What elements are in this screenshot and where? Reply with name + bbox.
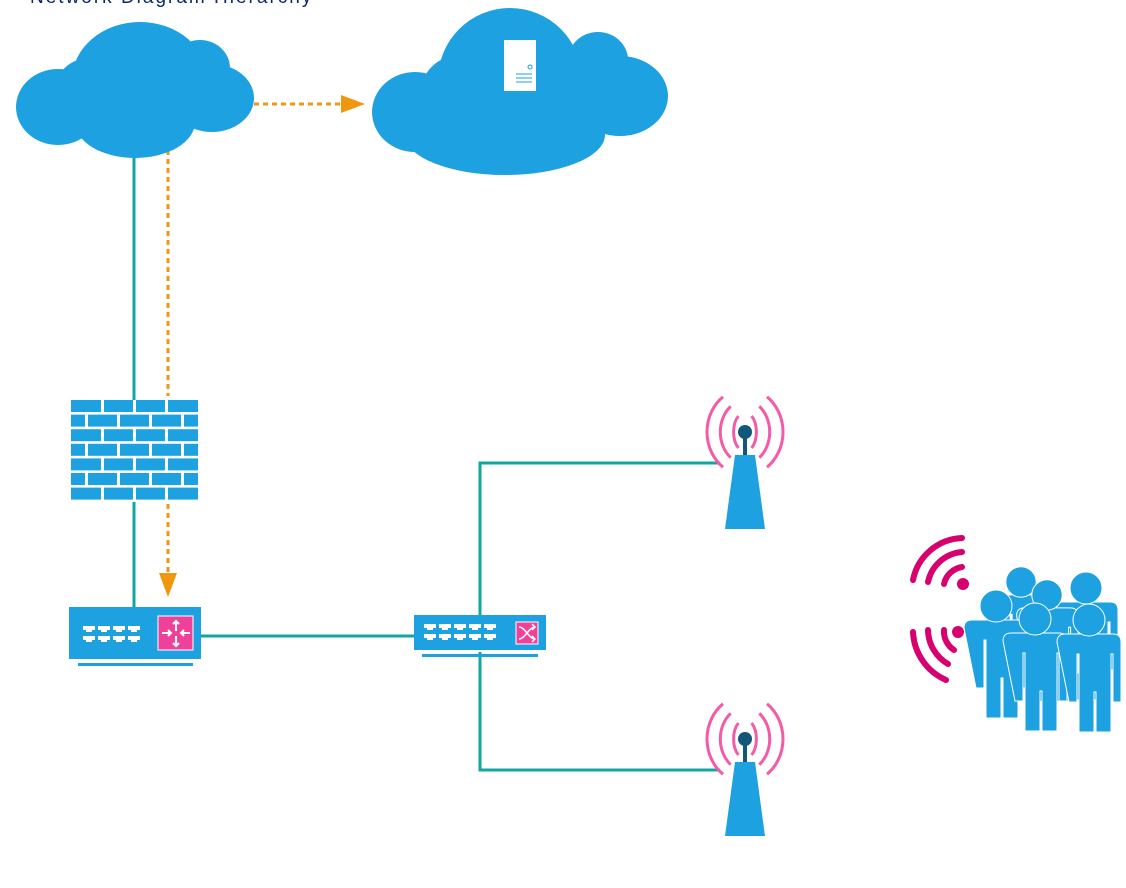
ethernet-port-icon: [439, 624, 451, 630]
flows: [159, 95, 365, 597]
firewall-brick: [136, 487, 165, 500]
cloud-icon: [372, 8, 668, 175]
firewall-brick: [168, 487, 198, 500]
link-switch-ap1[interactable]: [478, 461, 720, 615]
header-text-clipped: Network Diagram Hierarchy: [30, 0, 313, 9]
firewall-brick: [104, 458, 133, 471]
ethernet-port-icon: [454, 634, 466, 640]
ethernet-port-icon: [424, 634, 436, 640]
ethernet-port-icon: [128, 626, 140, 632]
router[interactable]: [69, 607, 201, 666]
firewall-brick: [136, 400, 165, 412]
cloud-icon: [16, 22, 254, 158]
firewall-brick: [168, 400, 198, 412]
ethernet-port-icon: [113, 636, 125, 642]
ethernet-port-icon: [98, 636, 110, 642]
firewall-brick: [136, 429, 165, 442]
firewall-brick: [88, 443, 117, 456]
router-icon: [69, 607, 201, 666]
firewall-brick: [88, 414, 117, 427]
person-icon: [1002, 602, 1068, 732]
firewall-brick: [71, 414, 85, 427]
firewall-brick: [71, 473, 85, 485]
firewall-brick: [184, 414, 198, 427]
wifi-signal-icon: [910, 535, 965, 683]
ethernet-port-icon: [469, 624, 481, 630]
firewall[interactable]: [71, 400, 198, 500]
ethernet-port-icon: [484, 624, 496, 630]
ethernet-port-icon: [83, 626, 95, 632]
firewall-brick: [71, 400, 101, 412]
firewall-brick: [88, 473, 117, 485]
link-switch-ap2[interactable]: [478, 652, 720, 772]
firewall-brick: [104, 487, 133, 500]
ethernet-port-icon: [469, 634, 481, 640]
firewall-brick: [120, 443, 149, 456]
wifi-dot-icon: [957, 578, 969, 590]
firewall-brick: [120, 414, 149, 427]
firewall-brick: [104, 429, 133, 442]
ethernet-port-icon: [454, 624, 466, 630]
antenna-mast: [743, 743, 747, 763]
firewall-brick: [184, 473, 198, 485]
internet-cloud[interactable]: [16, 22, 254, 158]
antenna-mast: [743, 436, 747, 456]
server-icon: [504, 40, 536, 91]
ethernet-port-icon: [113, 626, 125, 632]
firewall-brick: [168, 458, 198, 471]
ethernet-port-icon: [83, 636, 95, 642]
ethernet-port-icon: [128, 636, 140, 642]
links: [132, 155, 720, 772]
wireless-users[interactable]: [910, 535, 1122, 733]
firewall-brick: [71, 429, 101, 442]
wifi-dot-icon: [952, 626, 964, 638]
antenna-tip: [738, 732, 752, 746]
firewall-brick: [120, 473, 149, 485]
ethernet-port-icon: [424, 624, 436, 630]
firewall-brick: [152, 443, 181, 456]
firewall-brick: [184, 443, 198, 456]
tower-icon: [725, 455, 765, 529]
tower-icon: [725, 762, 765, 836]
ethernet-port-icon: [439, 634, 451, 640]
people-group-icon: [963, 566, 1122, 733]
switch[interactable]: [414, 615, 546, 657]
radio-waves-icon: [705, 702, 785, 776]
firewall-brick: [104, 400, 133, 412]
ethernet-port-icon: [484, 634, 496, 640]
switch-icon: [414, 615, 546, 657]
access-point-2[interactable]: [705, 702, 785, 836]
firewall-brick: [152, 473, 181, 485]
server-cloud[interactable]: [372, 8, 668, 175]
radio-waves-icon: [705, 395, 785, 469]
firewall-brick: [152, 414, 181, 427]
antenna-tip: [738, 425, 752, 439]
firewall-brick: [71, 443, 85, 456]
access-point-1[interactable]: [705, 395, 785, 529]
ethernet-port-icon: [98, 626, 110, 632]
firewall-brick: [71, 487, 101, 500]
firewall-brick: [168, 429, 198, 442]
firewall-icon: [71, 400, 198, 500]
firewall-brick: [71, 458, 101, 471]
firewall-brick: [136, 458, 165, 471]
person-icon: [1056, 603, 1122, 733]
